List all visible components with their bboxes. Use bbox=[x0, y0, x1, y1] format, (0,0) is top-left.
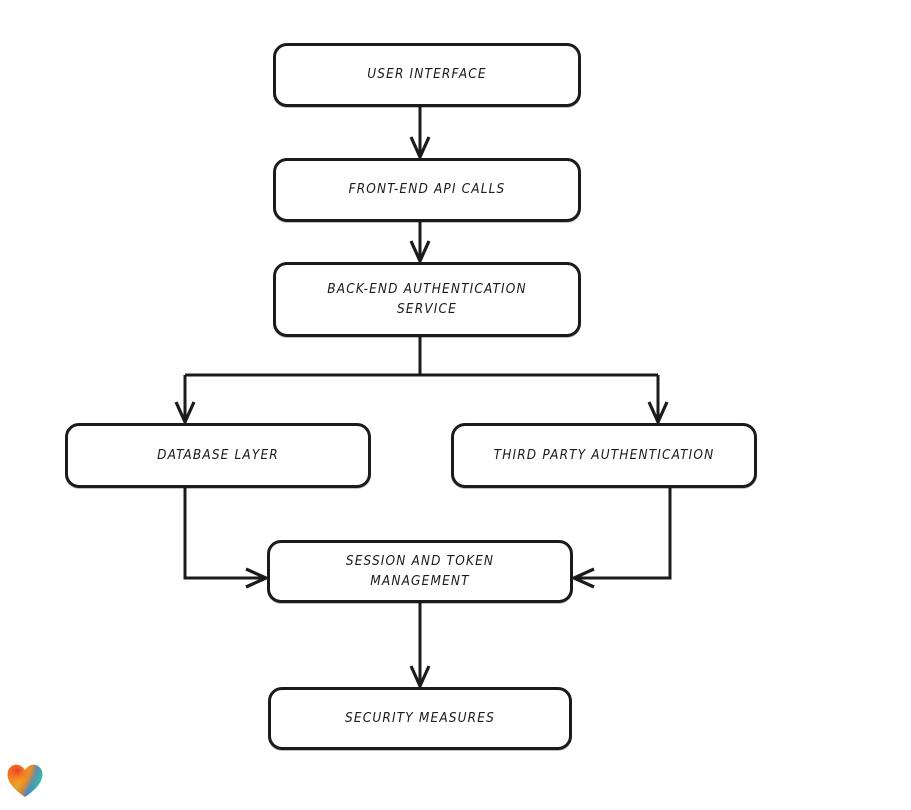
edge-database-layer-to-session-token bbox=[183, 488, 270, 589]
node-third-party-authentication-label: Third Party Authentication bbox=[493, 446, 715, 463]
edge-frontend-api-to-backend-auth bbox=[409, 222, 431, 265]
node-database-layer-label: Database Layer bbox=[157, 446, 279, 463]
edge-branch-to-database-layer bbox=[174, 375, 196, 426]
edge-backend-auth-branch-bus bbox=[185, 337, 658, 377]
node-database-layer[interactable]: Database Layer bbox=[65, 423, 371, 488]
node-frontend-api-calls[interactable]: Front-End API Calls bbox=[273, 158, 581, 222]
node-third-party-authentication[interactable]: Third Party Authentication bbox=[451, 423, 757, 488]
node-session-and-token-management[interactable]: Session and Token Management bbox=[267, 540, 573, 603]
edge-session-token-to-security-measures bbox=[409, 603, 431, 690]
edge-third-party-auth-to-session-token bbox=[570, 488, 672, 589]
node-frontend-api-calls-label: Front-End API Calls bbox=[348, 181, 506, 198]
node-security-measures-label: Security Measures bbox=[345, 709, 495, 726]
node-user-interface-label: User Interface bbox=[367, 66, 487, 83]
node-backend-authentication-service-label: Back-End Authentication Service bbox=[327, 280, 527, 317]
node-session-and-token-management-label: Session and Token Management bbox=[345, 552, 495, 589]
edge-branch-to-third-party-auth bbox=[647, 375, 669, 426]
edge-user-interface-to-frontend-api bbox=[409, 107, 431, 161]
node-security-measures[interactable]: Security Measures bbox=[268, 687, 572, 750]
node-user-interface[interactable]: User Interface bbox=[273, 43, 581, 107]
node-backend-authentication-service[interactable]: Back-End Authentication Service bbox=[273, 262, 581, 337]
heart-icon bbox=[7, 764, 43, 797]
